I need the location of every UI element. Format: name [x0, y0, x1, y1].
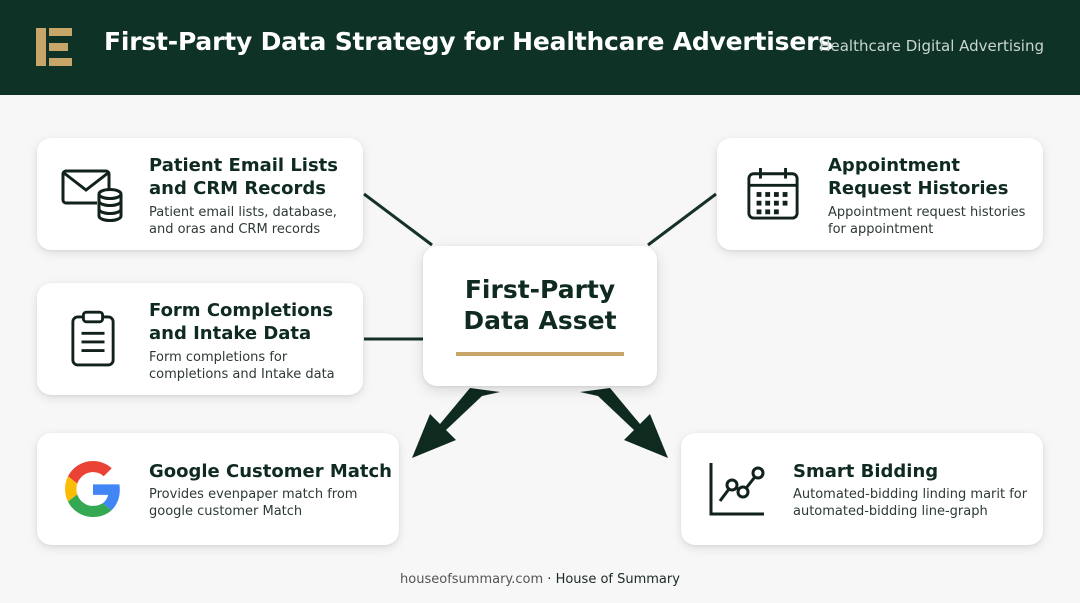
house-of-summary-logo-icon: [36, 28, 72, 66]
card-description: Form completions for completions and Int…: [149, 350, 335, 382]
card-google-customer-match: Google Customer Match Provides evenpaper…: [37, 433, 399, 545]
central-node-title: First-Party Data Asset: [463, 275, 617, 335]
card-title: Google Customer Match: [149, 461, 392, 482]
page-title: First-Party Data Strategy for Healthcare…: [104, 27, 833, 56]
line-graph-icon: [709, 463, 765, 516]
accent-underline: [456, 352, 624, 356]
footer-site: houseofsummary.com: [400, 572, 544, 587]
footer-separator: ·: [543, 572, 556, 587]
card-description: Appointment request histories for appoin…: [828, 205, 1026, 237]
card-title: Appointment Request Histories: [828, 155, 1009, 199]
header-bar: First-Party Data Strategy for Healthcare…: [0, 0, 1080, 95]
card-description: Patient email lists, database, and oras …: [149, 205, 337, 237]
email-database-icon: [61, 169, 123, 222]
clipboard-icon: [71, 310, 115, 367]
card-patient-email: Patient Email Lists and CRM Records Pati…: [37, 138, 363, 250]
central-node: First-Party Data Asset: [423, 246, 657, 386]
card-description: Provides evenpaper match from google cus…: [149, 487, 358, 519]
card-description: Automated-bidding linding marit for auto…: [793, 487, 1028, 519]
card-appointment: Appointment Request Histories Appointmen…: [717, 138, 1043, 250]
footer-brand: House of Summary: [555, 572, 680, 587]
footer: houseofsummary.com · House of Summary: [0, 572, 1080, 587]
page-subtitle: Healthcare Digital Advertising: [819, 37, 1044, 55]
calendar-icon: [747, 167, 799, 220]
card-title: Patient Email Lists and CRM Records: [149, 155, 338, 199]
card-smart-bidding: Smart Bidding Automated-bidding linding …: [681, 433, 1043, 545]
arrow-to-google: [412, 388, 500, 458]
arrow-to-smart-bidding: [580, 388, 668, 458]
card-title: Form Completions and Intake Data: [149, 300, 334, 344]
card-form-completions: Form Completions and Intake Data Form co…: [37, 283, 363, 395]
google-logo-icon: [65, 461, 120, 517]
card-title: Smart Bidding: [793, 461, 939, 482]
connector-email: [363, 192, 433, 247]
connector-appointment: [647, 192, 717, 247]
